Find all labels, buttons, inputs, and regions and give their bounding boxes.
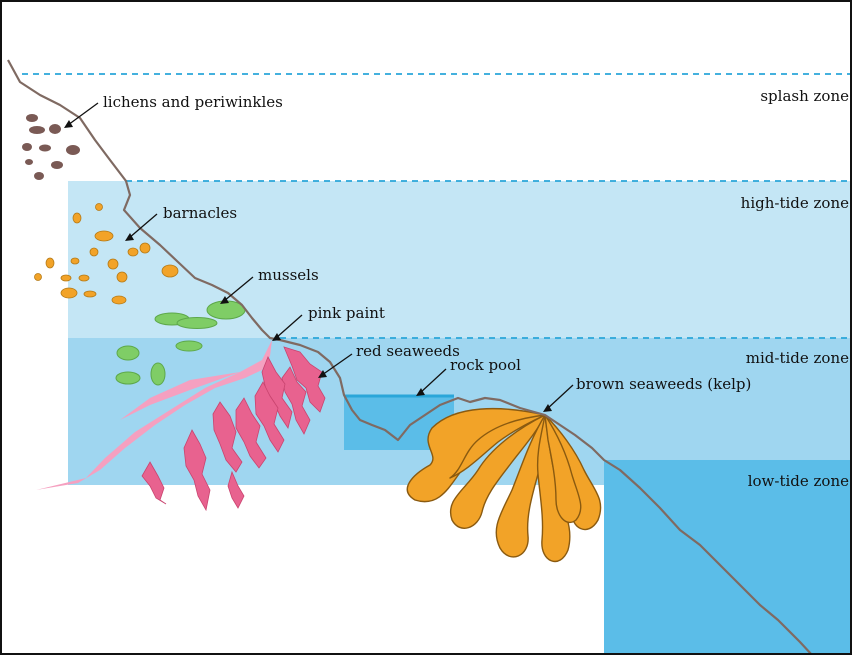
- rock-pool-label: rock pool: [450, 356, 521, 374]
- lichens-arrowhead: [64, 120, 73, 128]
- red-seaweeds-label: red seaweeds: [356, 342, 460, 360]
- mid-tide-zone-label: mid-tide zone: [746, 349, 849, 367]
- pink-paint-label: pink paint: [308, 304, 385, 322]
- barnacles-label: barnacles: [163, 204, 237, 222]
- low-tide-zone-label: low-tide zone: [748, 472, 849, 490]
- brown-seaweeds-label: brown seaweeds (kelp): [576, 375, 751, 393]
- lichens-label: lichens and periwinkles: [103, 93, 283, 111]
- lichens-cluster: [22, 114, 80, 180]
- high-tide-zone-label: high-tide zone: [741, 194, 849, 212]
- mussels-label: mussels: [258, 266, 319, 284]
- splash-zone-label: splash zone: [760, 87, 849, 105]
